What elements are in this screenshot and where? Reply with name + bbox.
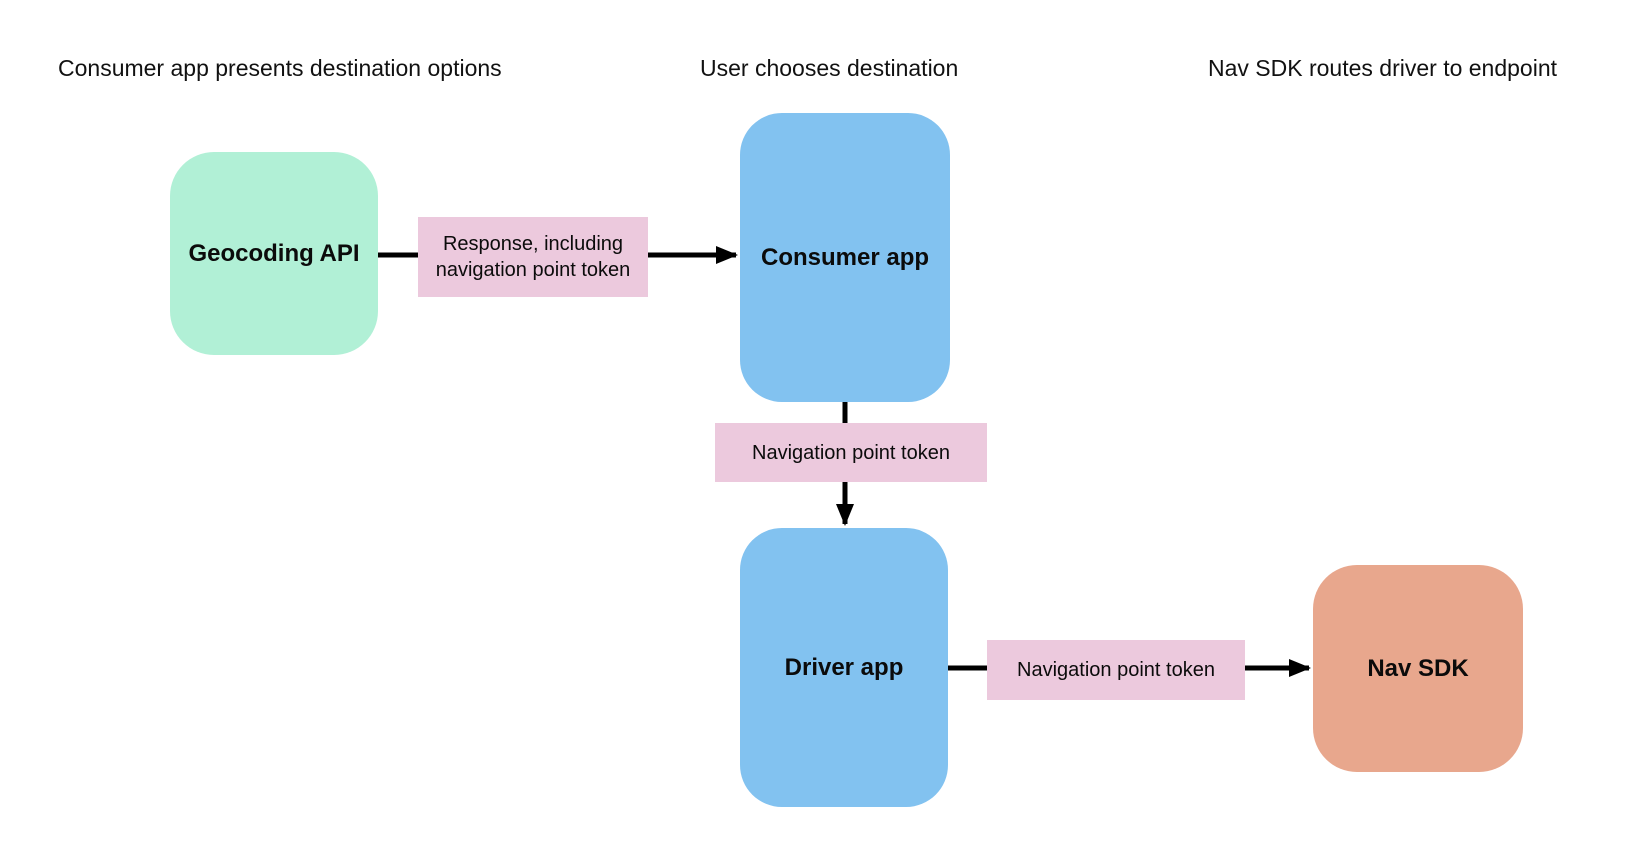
step-heading-navsdk-routes: Nav SDK routes driver to endpoint [1208, 55, 1558, 81]
step-heading-consumer-presents: Consumer app presents destination option… [58, 55, 502, 81]
node-consumer-app: Consumer app [740, 113, 950, 402]
node-nav-sdk: Nav SDK [1313, 565, 1523, 772]
edge-label-response-token: Response, including navigation point tok… [418, 217, 648, 297]
step-heading-user-chooses: User chooses destination [700, 55, 959, 81]
node-geocoding-api: Geocoding API [170, 152, 378, 355]
edge-label-navigation-point-token-1: Navigation point token [715, 423, 987, 482]
edge-label-navigation-point-token-2: Navigation point token [987, 640, 1245, 700]
node-driver-app: Driver app [740, 528, 948, 807]
